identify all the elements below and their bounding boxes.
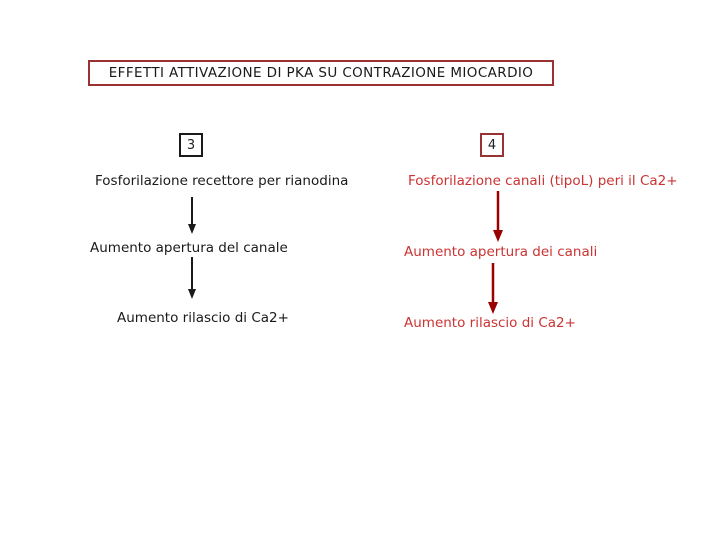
left-step-2: Aumento apertura del canale	[90, 240, 288, 256]
left-step-3: Aumento rilascio di Ca2+	[117, 310, 289, 326]
down-arrow-icon	[186, 197, 198, 234]
down-arrow-icon	[491, 191, 505, 242]
step-number-box-3: 3	[179, 133, 203, 157]
down-arrow-icon	[486, 263, 500, 314]
step-number-3: 3	[186, 137, 196, 153]
right-step-3: Aumento rilascio di Ca2+	[404, 315, 576, 331]
slide-title: EFFETTI ATTIVAZIONE DI PKA SU CONTRAZION…	[108, 65, 534, 81]
left-step-1: Fosforilazione recettore per rianodina	[95, 173, 349, 189]
step-number-box-4: 4	[480, 133, 504, 157]
down-arrow-icon	[186, 257, 198, 299]
step-number-4: 4	[487, 137, 497, 153]
slide-title-box: EFFETTI ATTIVAZIONE DI PKA SU CONTRAZION…	[88, 60, 554, 86]
right-step-2: Aumento apertura dei canali	[404, 244, 598, 260]
right-step-1: Fosforilazione canali (tipoL) peri il Ca…	[408, 173, 678, 189]
